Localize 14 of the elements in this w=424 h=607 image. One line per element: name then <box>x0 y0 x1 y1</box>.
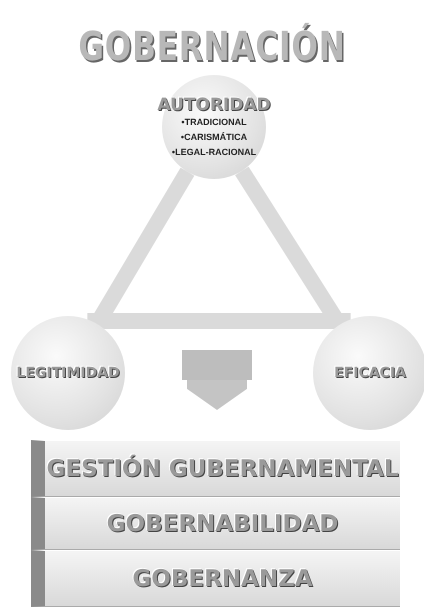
layer-slab <box>31 497 400 550</box>
connector-band <box>87 313 351 329</box>
concept-label: EFICACIA <box>334 365 406 381</box>
list-item: •TRADICIONAL <box>181 116 247 128</box>
list-item: •LEGAL-RACIONAL <box>172 146 256 158</box>
layer-slab <box>31 440 400 497</box>
layer-slab <box>31 550 400 607</box>
concept-label: AUTORIDAD <box>157 94 271 114</box>
layer-label: GESTIÓN GUBERNAMENTAL <box>46 456 398 482</box>
list-item: •CARISMÁTICA <box>180 130 248 144</box>
layer-label: GOBERNABILIDAD <box>106 510 338 536</box>
layer-label: GOBERNANZA <box>132 566 313 592</box>
concept-label: LEGITIMIDAD <box>16 365 120 381</box>
diagram-title: GOBERNACIÓN <box>77 24 347 70</box>
